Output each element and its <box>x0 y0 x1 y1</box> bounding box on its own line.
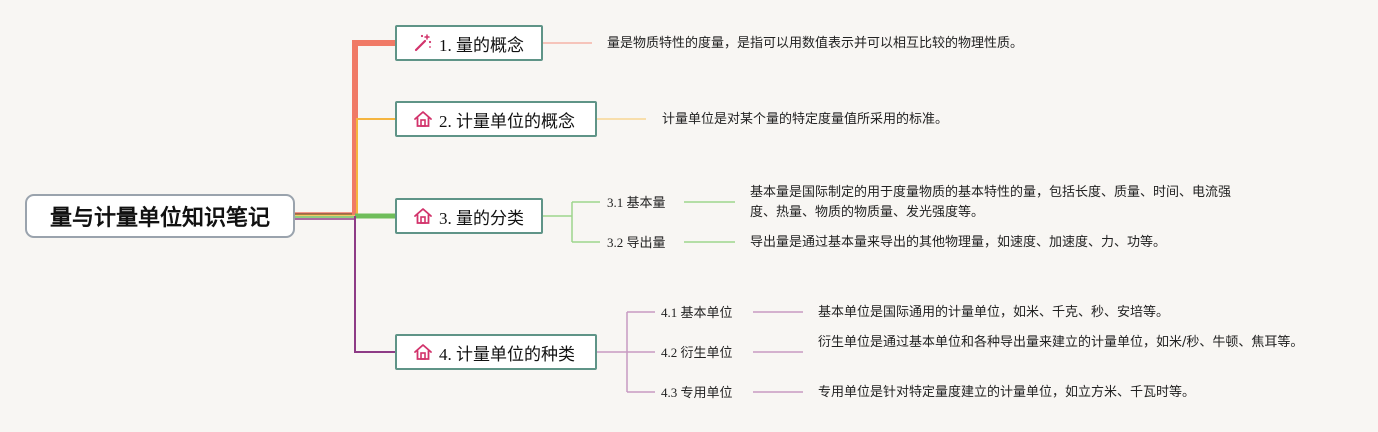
topic-quantity-classification[interactable]: 3. 量的分类 <box>395 198 543 234</box>
topic-quantity-concept[interactable]: 1. 量的概念 <box>395 25 543 61</box>
root-topic[interactable]: 量与计量单位知识笔记 <box>25 194 295 238</box>
subtopic-note: 基本单位是国际通用的计量单位，如米、千克、秒、安培等。 <box>818 305 1170 320</box>
subtopic-note: 专用单位是针对特定量度建立的计量单位，如立方米、千瓦时等。 <box>818 385 1196 400</box>
topic-unit-concept[interactable]: 2. 计量单位的概念 <box>395 101 597 137</box>
topic-unit-types[interactable]: 4. 计量单位的种类 <box>395 334 597 370</box>
home-icon <box>413 342 433 362</box>
subtopic-derived-unit[interactable]: 4.2 衍生单位 <box>661 345 733 360</box>
topic-note: 计量单位是对某个量的特定度量值所采用的标准。 <box>662 112 949 127</box>
topic-label: 4. 计量单位的种类 <box>439 344 575 364</box>
magic-wand-icon <box>413 33 433 53</box>
subtopic-base-unit[interactable]: 4.1 基本单位 <box>661 305 733 320</box>
topic-label: 3. 量的分类 <box>439 208 524 228</box>
subtopic-note: 基本量是国际制定的用于度量物质的基本特性的量，包括长度、质量、时间、电流强度、热… <box>750 185 1232 220</box>
topic-label: 1. 量的概念 <box>439 35 524 55</box>
home-icon <box>413 109 433 129</box>
subtopic-note: 导出量是通过基本量来导出的其他物理量，如速度、加速度、力、功等。 <box>750 235 1167 250</box>
subtopic-base-quantity[interactable]: 3.1 基本量 <box>607 195 666 210</box>
root-title: 量与计量单位知识笔记 <box>49 206 270 231</box>
subtopic-derived-quantity[interactable]: 3.2 导出量 <box>607 235 666 250</box>
home-icon <box>413 206 433 226</box>
topic-note: 量是物质特性的度量，是指可以用数值表示并可以相互比较的物理性质。 <box>607 36 1024 51</box>
subtopic-special-unit[interactable]: 4.3 专用单位 <box>661 385 733 400</box>
subtopic-note: 衍生单位是通过基本单位和各种导出量来建立的计量单位，如米/秒、牛顿、焦耳等。 <box>818 335 1304 350</box>
topic-label: 2. 计量单位的概念 <box>439 111 575 131</box>
